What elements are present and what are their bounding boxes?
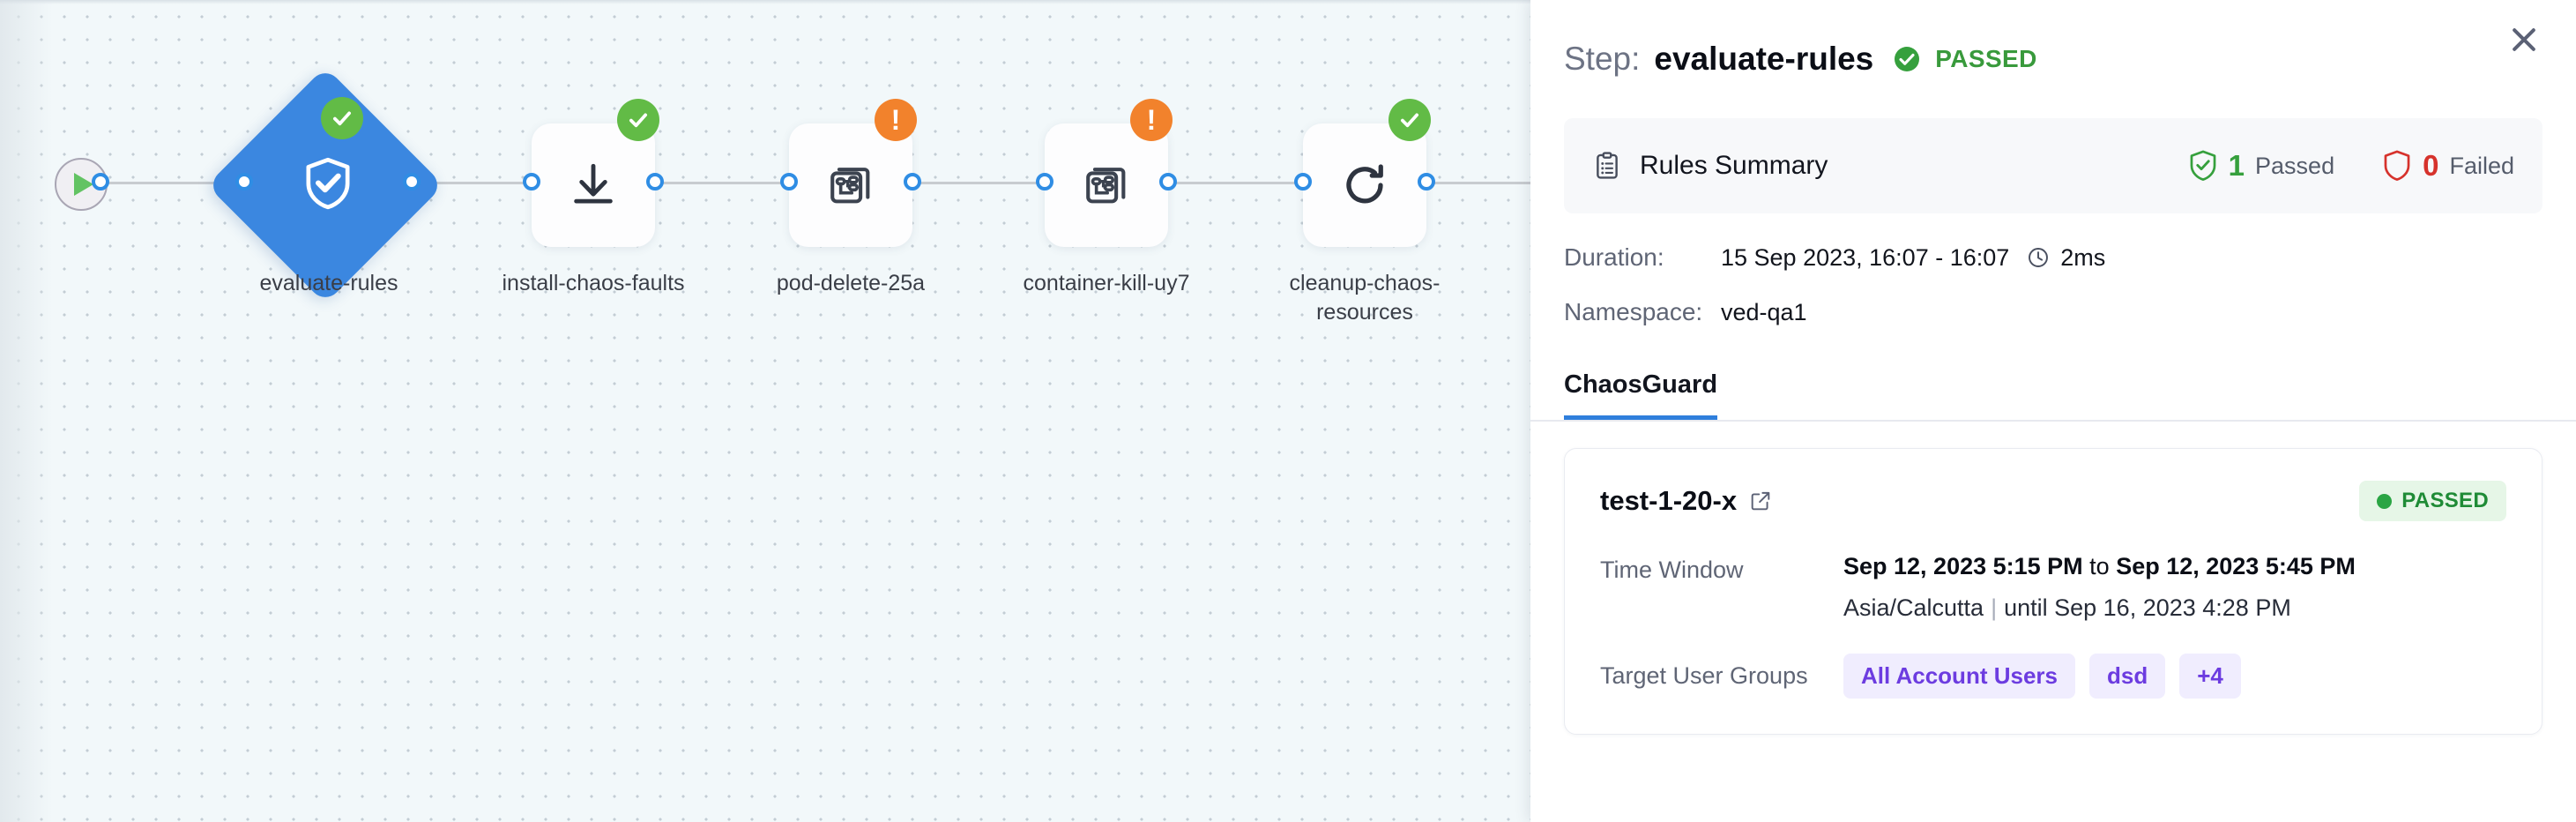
- port-evaluate-in[interactable]: [235, 173, 253, 191]
- shield-icon: [2384, 150, 2410, 181]
- panel-header: Step: evaluate-rules PASSED: [1530, 0, 2576, 118]
- meta-row-namespace: Namespace: ved-qa1: [1564, 298, 2542, 326]
- node-status-badge-passed: [321, 97, 363, 139]
- port-evaluate-out[interactable]: [403, 173, 421, 191]
- check-icon: [1401, 113, 1418, 128]
- edge-install-to-poddelete: [657, 182, 798, 184]
- close-icon: [2513, 28, 2535, 51]
- time-window-range: Sep 12, 2023 5:15 PM to Sep 12, 2023 5:4…: [1843, 553, 2506, 580]
- step-meta: Duration: 15 Sep 2023, 16:07 - 16:07 2ms…: [1530, 213, 2576, 326]
- panel-tabs: ChaosGuard: [1530, 353, 2576, 422]
- time-window-start: Sep 12, 2023 5:15 PM: [1843, 553, 2083, 579]
- edge-start-to-evaluate: [104, 182, 259, 184]
- pipeline-canvas[interactable]: evaluate-rules install-chaos-faults: [0, 0, 1530, 822]
- port-install-in[interactable]: [523, 173, 540, 191]
- tab-chaosguard[interactable]: ChaosGuard: [1564, 370, 1718, 420]
- time-window-until: until Sep 16, 2023 4:28 PM: [2004, 594, 2291, 621]
- rules-failed-count: 0: [2423, 149, 2439, 182]
- meta-row-duration: Duration: 15 Sep 2023, 16:07 - 16:07 2ms: [1564, 243, 2542, 272]
- chaos-fault-stack-icon: [830, 168, 870, 204]
- port-cleanup-in[interactable]: [1294, 173, 1312, 191]
- rules-failed-label: Failed: [2449, 152, 2514, 179]
- time-window-label: Time Window: [1600, 557, 1744, 583]
- port-containerkill-out[interactable]: [1159, 173, 1177, 191]
- chaosguard-test-card: test-1-20-x PASSED Time Window Sep 12, 2: [1564, 448, 2542, 735]
- node-cleanup-chaos-resources[interactable]: [1303, 123, 1426, 247]
- check-icon: [629, 113, 647, 128]
- exclamation-icon: !: [890, 104, 901, 136]
- row-target-user-groups: Target User Groups All Account Users dsd…: [1600, 654, 2506, 699]
- edge-poddelete-to-containerkill: [912, 182, 1045, 184]
- target-user-groups-chips: All Account Users dsd +4: [1843, 654, 2506, 699]
- status-dot-icon: [2377, 493, 2393, 509]
- refresh-icon: [1346, 164, 1383, 204]
- page-title: Step: evaluate-rules PASSED: [1564, 41, 2037, 78]
- test-title: test-1-20-x: [1600, 485, 1738, 516]
- namespace-value: ved-qa1: [1721, 298, 1807, 325]
- node-label-pod-delete-25a: pod-delete-25a: [776, 271, 926, 295]
- rules-passed-label: Passed: [2255, 152, 2335, 179]
- step-prefix-label: Step:: [1564, 41, 1641, 77]
- rules-summary-title: Rules Summary: [1640, 151, 1828, 180]
- test-status-label: PASSED: [2401, 489, 2489, 512]
- status-badge: PASSED: [1935, 45, 2037, 72]
- node-label-install-chaos-faults: install-chaos-faults: [502, 271, 685, 295]
- check-circle-icon: [1895, 47, 1920, 71]
- step-name-label: evaluate-rules: [1654, 41, 1874, 77]
- clock-icon: [2029, 248, 2049, 267]
- rules-failed-stat: 0 Failed: [2382, 149, 2514, 183]
- divider: |: [1991, 594, 1998, 621]
- time-window-joiner: to: [2082, 553, 2117, 579]
- rules-passed-stat: 1 Passed: [2188, 149, 2334, 183]
- row-time-window: Time Window Sep 12, 2023 5:15 PM to Sep …: [1600, 553, 2506, 622]
- external-link-button[interactable]: [1749, 489, 1772, 512]
- time-window-end: Sep 12, 2023 5:45 PM: [2116, 553, 2356, 579]
- node-status-badge-warning: !: [875, 99, 917, 141]
- port-start-out[interactable]: [92, 173, 109, 191]
- duration-label: Duration:: [1564, 243, 1664, 271]
- user-group-chip[interactable]: All Account Users: [1843, 654, 2075, 699]
- node-container-kill-uy7[interactable]: [1045, 123, 1168, 247]
- chaos-fault-stack-icon: [1086, 168, 1126, 204]
- duration-elapsed: 2ms: [2060, 243, 2106, 271]
- port-poddelete-in[interactable]: [780, 173, 798, 191]
- shield-check-icon: [306, 157, 350, 210]
- node-status-badge-passed: [617, 99, 659, 141]
- close-button[interactable]: [2497, 12, 2551, 67]
- rules-summary-card: Rules Summary 1 Passed 0 Failed: [1564, 118, 2542, 213]
- port-containerkill-in[interactable]: [1036, 173, 1053, 191]
- edge-containerkill-to-cleanup: [1168, 182, 1305, 184]
- test-status-badge: PASSED: [2359, 481, 2506, 521]
- check-icon: [333, 111, 351, 126]
- play-icon: [73, 173, 93, 196]
- port-install-out[interactable]: [646, 173, 664, 191]
- time-window-timezone: Asia/Calcutta: [1843, 594, 1984, 621]
- clipboard-icon: [1597, 152, 1618, 179]
- download-icon: [574, 163, 613, 204]
- node-label-evaluate-rules: evaluate-rules: [259, 271, 398, 295]
- namespace-label: Namespace:: [1564, 298, 1703, 325]
- shield-check-icon: [2190, 150, 2216, 181]
- rules-passed-count: 1: [2228, 149, 2245, 182]
- edge-evaluate-to-install: [397, 182, 529, 184]
- step-details-panel: Step: evaluate-rules PASSED: [1530, 0, 2576, 822]
- node-pod-delete-25a[interactable]: [789, 123, 912, 247]
- time-window-sub: Asia/Calcutta |until Sep 16, 2023 4:28 PM: [1843, 594, 2506, 622]
- external-link-icon: [1751, 491, 1770, 511]
- node-install-chaos-faults[interactable]: [532, 123, 655, 247]
- port-poddelete-out[interactable]: [904, 173, 921, 191]
- node-status-badge-passed: [1389, 99, 1431, 141]
- user-group-chip[interactable]: dsd: [2088, 654, 2166, 699]
- node-status-badge-warning: !: [1130, 99, 1173, 141]
- port-cleanup-out[interactable]: [1418, 173, 1435, 191]
- node-label-cleanup-chaos-resources: cleanup-chaos-resources: [1289, 271, 1441, 325]
- target-user-groups-label: Target User Groups: [1600, 662, 1808, 689]
- exclamation-icon: !: [1146, 104, 1157, 136]
- edge-cleanup-out: [1428, 182, 1530, 184]
- duration-value: 15 Sep 2023, 16:07 - 16:07 2ms: [1721, 244, 2105, 272]
- node-label-container-kill-uy7: container-kill-uy7: [1023, 271, 1190, 295]
- user-group-chip-overflow[interactable]: +4: [2179, 654, 2241, 699]
- duration-range: 15 Sep 2023, 16:07 - 16:07: [1721, 243, 2010, 271]
